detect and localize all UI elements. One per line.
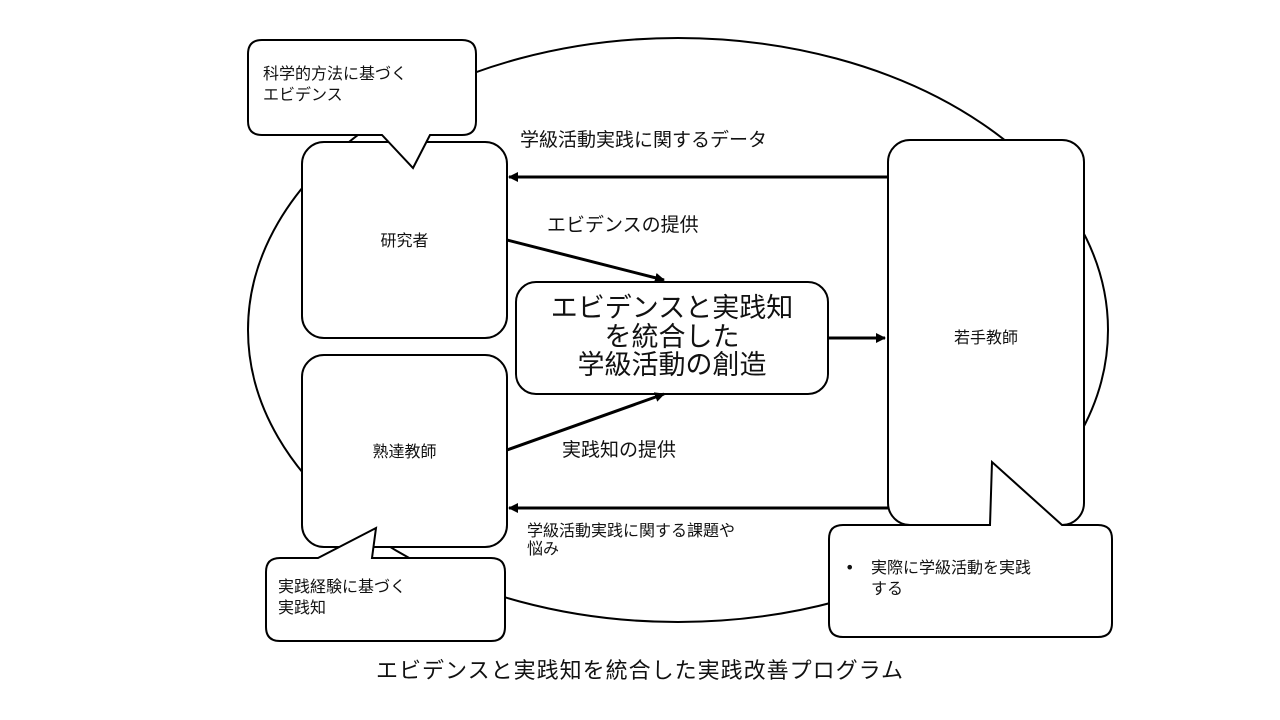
evidence-arrow-label: エビデンスの提供 xyxy=(547,214,699,236)
center-line-2: を統合した xyxy=(604,321,740,353)
young-teacher-label: 若手教師 xyxy=(953,328,1018,347)
expert-bubble-line-2: 実践知 xyxy=(278,597,327,617)
expert-bubble-text: 実践経験に基づく 実践知 xyxy=(278,577,406,619)
center-label: エビデンスと実践知 を統合した 学級活動の創造 xyxy=(516,282,828,394)
expert-bubble-line-1: 実践経験に基づく xyxy=(278,577,407,596)
program-ellipse xyxy=(247,37,1109,623)
expert-speech-bubble xyxy=(265,526,506,642)
issues-label-line-1: 学級活動実践に関する課題や xyxy=(527,521,736,540)
researcher-speech-bubble xyxy=(247,39,477,170)
young-bubble-text: • 実際に学級活動を実践 する xyxy=(845,558,1031,600)
arrow-researcher-to-center xyxy=(506,238,665,283)
issues-label-line-2: 悩み xyxy=(527,539,560,559)
diagram-caption: エビデンスと実践知を統合した実践改善プログラム xyxy=(376,659,904,684)
researcher-bubble-line-2: エビデンス xyxy=(263,84,343,104)
young-bubble-line-2: する xyxy=(871,578,904,598)
issues-arrow-label: 学級活動実践に関する課題や 悩み xyxy=(527,521,736,559)
bullet-icon: • xyxy=(845,558,855,577)
center-line-1: エビデンスと実践知 xyxy=(550,293,794,325)
data-arrow-label: 学級活動実践に関するデータ xyxy=(520,129,768,151)
expert-teacher-label: 熟達教師 xyxy=(372,442,437,461)
young-bubble-line-1: 実際に学級活動を実践 xyxy=(871,558,1032,577)
center-line-3: 学級活動の創造 xyxy=(577,350,767,382)
expert-teacher-box xyxy=(301,354,508,548)
researcher-label: 研究者 xyxy=(380,231,429,250)
young-teacher-speech-bubble xyxy=(828,459,1113,638)
researcher-bubble-line-1: 科学的方法に基づく xyxy=(263,64,408,83)
arrow-expert-to-center xyxy=(506,392,665,452)
researcher-bubble-text: 科学的方法に基づく エビデンス xyxy=(263,64,407,106)
practical-knowledge-arrow-label: 実践知の提供 xyxy=(562,439,677,461)
